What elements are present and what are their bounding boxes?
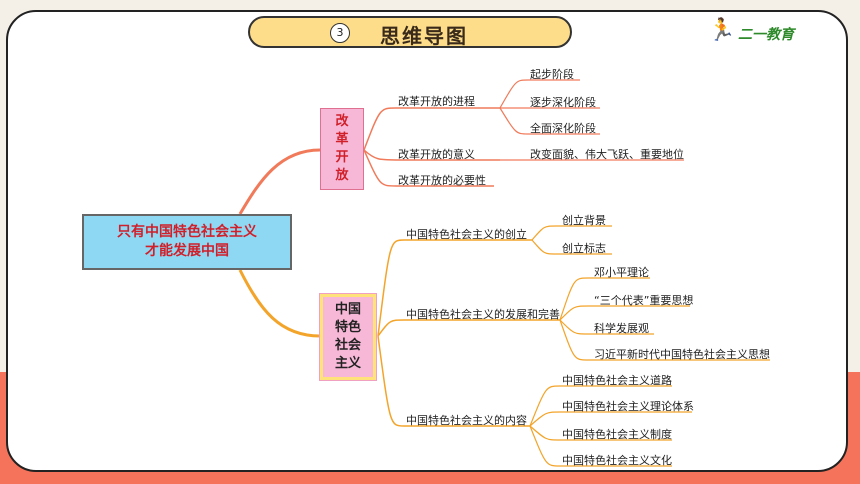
page-title: 思维导图 [380,24,468,48]
branch-b-line: 社会 [334,338,361,353]
node-three-represents: “三个代表”重要思想 [594,294,694,307]
node-content-culture: 中国特色社会主义文化 [562,454,672,467]
branch-b-line: 主义 [334,356,361,371]
node-reform-necessity: 改革开放的必要性 [398,174,486,187]
node-stage-deepen: 逐步深化阶段 [530,96,596,109]
section-number: 3 [330,23,350,43]
branch-socialism: 中国 特色 社会 主义 [319,293,377,381]
root-line-2: 才能发展中国 [145,243,229,259]
brand-logo: 🏃 二一教育 [708,18,828,48]
node-content-system: 中国特色社会主义制度 [562,428,672,441]
title-banner: 3 思维导图 [248,16,572,48]
node-deng-theory: 邓小平理论 [594,266,649,279]
node-development: 中国特色社会主义的发展和完善 [406,308,560,321]
branch-a-char: 改 [335,114,349,129]
branch-reform-opening: 改 革 开 放 [320,108,364,190]
node-reform-progress: 改革开放的进程 [398,95,475,108]
node-stage-start: 起步阶段 [530,68,574,81]
node-reform-meaning: 改革开放的意义 [398,148,475,161]
node-xi-thought: 习近平新时代中国特色社会主义思想 [594,348,770,361]
branch-b-line: 特色 [334,320,361,335]
node-meaning-detail: 改变面貌、伟大飞跃、重要地位 [530,148,684,161]
node-content-theory: 中国特色社会主义理论体系 [562,400,694,413]
node-founding: 中国特色社会主义的创立 [406,228,527,241]
node-scientific-outlook: 科学发展观 [594,322,649,335]
node-content-road: 中国特色社会主义道路 [562,374,672,387]
branch-a-char: 革 [335,132,349,147]
branch-a-char: 开 [335,150,349,165]
branch-a-char: 放 [335,168,349,183]
node-founding-background: 创立背景 [562,214,606,227]
node-founding-mark: 创立标志 [562,242,606,255]
node-content: 中国特色社会主义的内容 [406,414,527,427]
root-line-1: 只有中国特色社会主义 [117,224,257,240]
node-stage-comprehensive: 全面深化阶段 [530,122,596,135]
logo-text: 二一教育 [738,27,794,43]
runner-logo-icon: 🏃 [708,18,736,43]
branch-b-line: 中国 [334,302,361,317]
root-node: 只有中国特色社会主义 才能发展中国 [82,214,292,270]
